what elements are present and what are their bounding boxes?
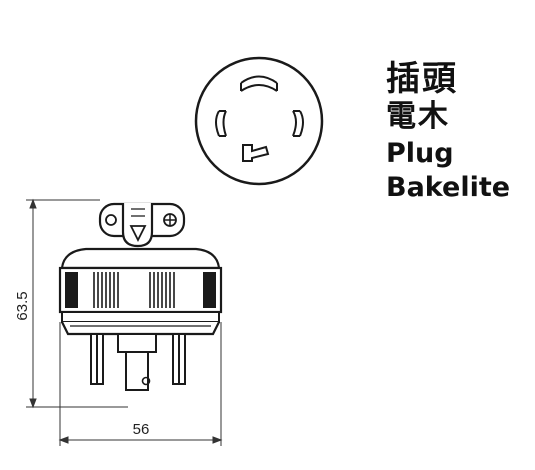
prong-right	[172, 333, 186, 385]
plug-body-grip	[58, 266, 223, 314]
prong-ground-center	[117, 333, 157, 391]
blade-slot-top	[240, 75, 278, 84]
blade-slot-left	[215, 110, 227, 137]
grip-rib-left	[65, 272, 78, 308]
plug-face-outline	[194, 56, 324, 186]
grip-rib-right	[203, 272, 216, 308]
product-name-en: Plug	[386, 138, 454, 169]
plug-body-base	[61, 311, 220, 323]
material-zh: 電木	[386, 99, 450, 134]
material-en: Bakelite	[386, 172, 511, 203]
prong-left	[90, 333, 104, 385]
plug-body-cap	[60, 247, 221, 270]
product-label-block: 插頭 電木 Plug Bakelite	[386, 62, 510, 208]
blade-slot-right	[292, 110, 304, 137]
dimension-height	[26, 198, 128, 409]
grip-ribs-center-right	[149, 272, 175, 308]
dimension-width-label: 56	[133, 421, 150, 438]
grip-ribs-center-left	[93, 272, 119, 308]
dimension-height-label: 63.5	[14, 291, 31, 320]
bracket-hole-left	[105, 214, 117, 226]
product-name-zh: 插頭	[386, 59, 458, 99]
plug-face-front-view	[194, 56, 324, 186]
plug-face-plate	[61, 321, 220, 336]
ground-slot-bottom	[242, 144, 270, 162]
dimension-width	[58, 322, 223, 446]
cord-clamp	[121, 203, 154, 248]
plug-side-view	[58, 202, 223, 391]
